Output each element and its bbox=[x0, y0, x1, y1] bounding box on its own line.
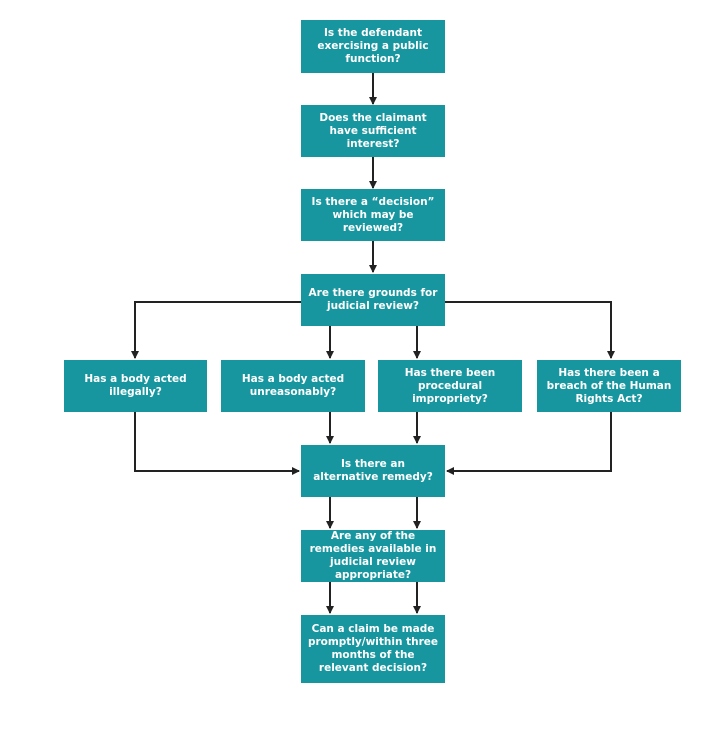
node-procedural-label: Has there been procedural impropriety? bbox=[404, 366, 496, 405]
node-grounds: Are there grounds for judicial review? bbox=[301, 274, 445, 326]
node-promptly-label: Can a claim be made promptly/within thre… bbox=[307, 623, 439, 674]
arrow-human-rights-to-alternative bbox=[446, 412, 612, 475]
arrow-illegally-to-alternative bbox=[134, 412, 300, 475]
arrow-grounds-to-illegally bbox=[131, 301, 301, 359]
node-human-rights-label: Has there been a breach of the Human Rig… bbox=[546, 366, 672, 405]
node-illegally-label: Has a body acted illegally? bbox=[84, 373, 187, 398]
node-illegally: Has a body acted illegally? bbox=[64, 360, 207, 412]
node-unreasonably-label: Has a body acted unreasonably? bbox=[241, 373, 345, 398]
node-grounds-label: Are there grounds for judicial review? bbox=[308, 287, 438, 312]
node-alternative-remedy: Is there an alternative remedy? bbox=[301, 445, 445, 497]
arrow-grounds-to-human-rights bbox=[445, 301, 615, 359]
node-human-rights: Has there been a breach of the Human Rig… bbox=[537, 360, 681, 412]
node-public-function-label: Is the defendant exercising a public fun… bbox=[317, 27, 429, 65]
node-promptly: Can a claim be made promptly/within thre… bbox=[301, 615, 445, 683]
node-public-function: Is the defendant exercising a public fun… bbox=[301, 20, 445, 73]
node-sufficient-interest: Does the claimant have sufficient intere… bbox=[301, 105, 445, 157]
node-remedies: Are any of the remedies available in jud… bbox=[301, 530, 445, 582]
node-remedies-label: Are any of the remedies available in jud… bbox=[309, 530, 437, 581]
node-sufficient-interest-label: Does the claimant have sufficient intere… bbox=[319, 111, 427, 150]
node-decision-label: Is there a “decision” which may be revie… bbox=[311, 195, 435, 234]
node-decision: Is there a “decision” which may be revie… bbox=[301, 189, 445, 241]
node-procedural: Has there been procedural impropriety? bbox=[378, 360, 522, 412]
node-unreasonably: Has a body acted unreasonably? bbox=[221, 360, 365, 412]
node-alternative-remedy-label: Is there an alternative remedy? bbox=[313, 458, 433, 483]
